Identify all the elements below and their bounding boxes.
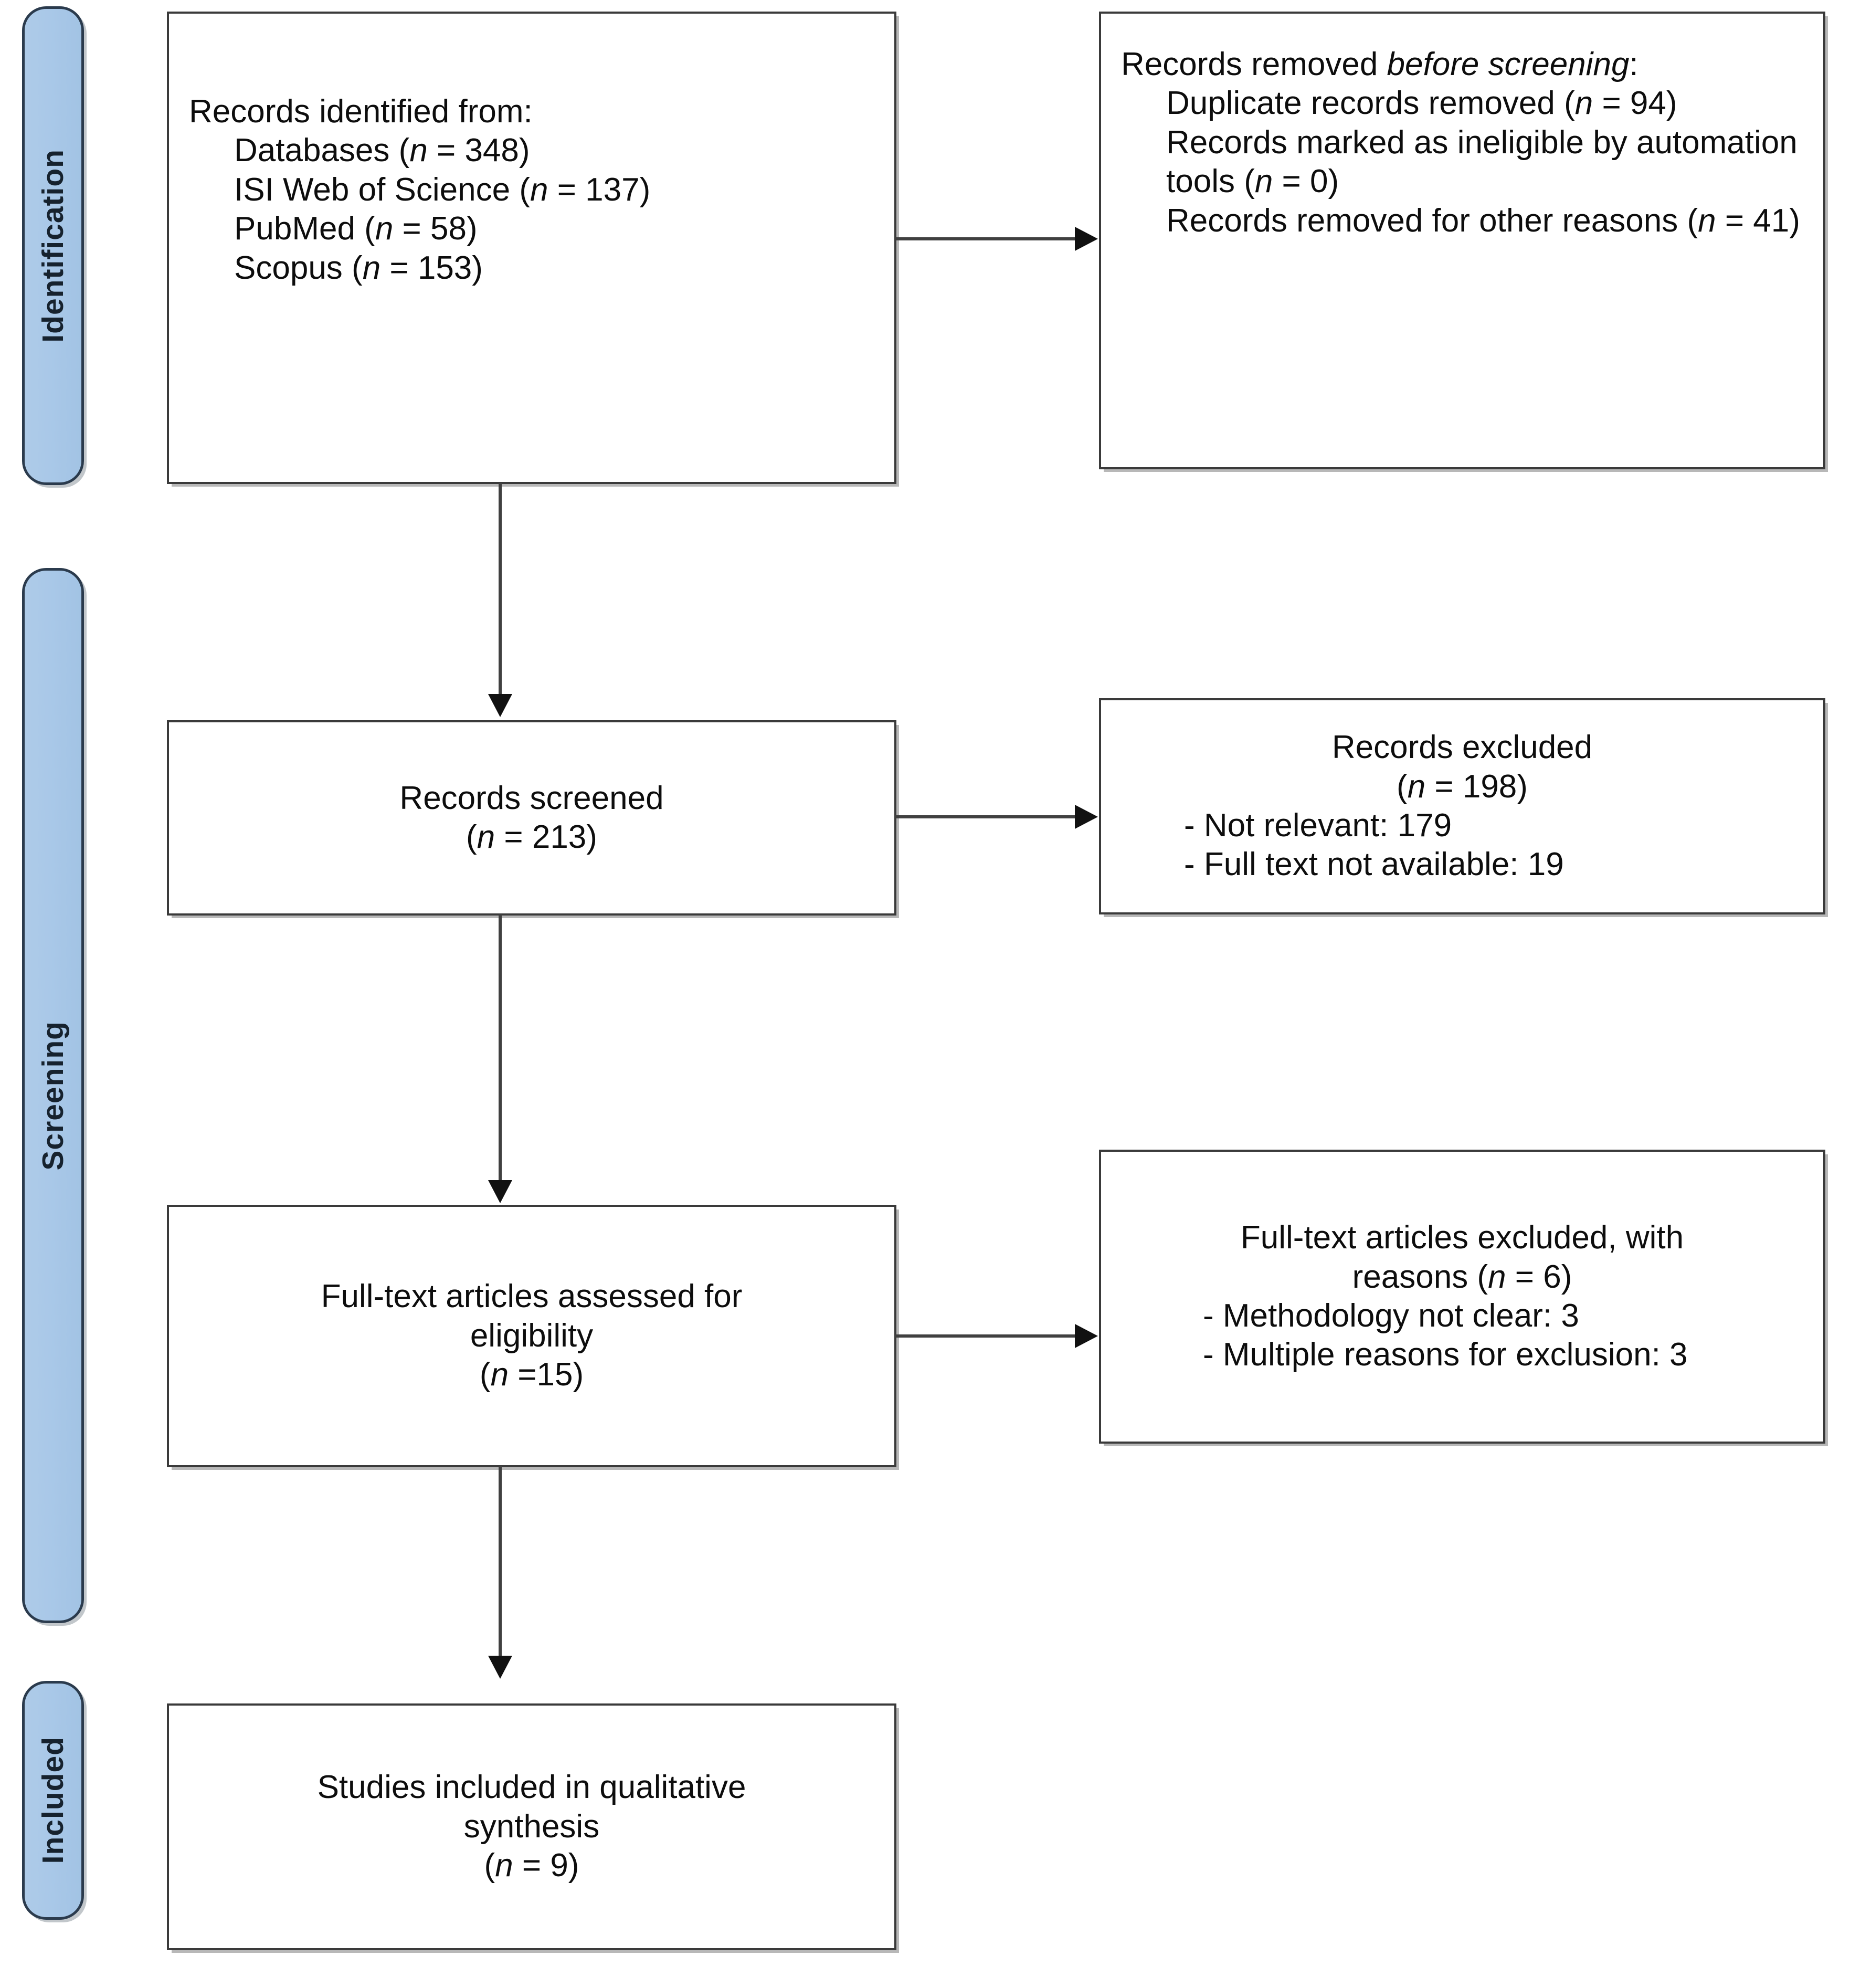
removed-before-heading: Records removed before screening:: [1121, 45, 1803, 84]
records-excluded-reason: - Full text not available: 19: [1184, 846, 1564, 883]
connector-screened-to-excluded: [895, 815, 1076, 818]
identified-source-count: = 153): [380, 249, 483, 286]
identified-source-name: ISI Web of Science: [234, 171, 511, 208]
fulltext-excluded-reasons-label: reasons (: [1352, 1258, 1488, 1295]
removed-before-item-count: = 0): [1273, 163, 1339, 200]
n-italic: n: [1488, 1258, 1506, 1295]
records-excluded-value: = 198): [1425, 768, 1528, 805]
identified-source-row: PubMed (n = 58): [189, 209, 874, 248]
removed-before-heading-plain: Records removed: [1121, 46, 1387, 82]
phase-label-included: Included: [36, 1737, 70, 1864]
box-fulltext-assessed: Full-text articles assessed for eligibil…: [167, 1205, 896, 1467]
connector-identified-to-removed: [895, 237, 1076, 240]
box-records-screened: Records screened (n = 213): [167, 720, 896, 916]
n-italic: n: [1254, 163, 1273, 200]
n-italic: n: [477, 819, 495, 855]
studies-included-count: (n = 9): [189, 1846, 874, 1885]
phase-label-screening: Screening: [36, 1021, 70, 1171]
arrow-assessed-to-included: [488, 1656, 512, 1679]
arrow-identified-to-screened: [488, 694, 512, 717]
n-italic: n: [1574, 85, 1593, 122]
n-italic: n: [409, 132, 428, 169]
removed-before-item-count: = 41): [1716, 202, 1800, 239]
box-studies-included: Studies included in qualitative synthesi…: [167, 1703, 896, 1950]
connector-identified-to-screened: [499, 483, 502, 697]
phase-bar-identification: Identification: [22, 6, 84, 485]
removed-before-item-text: Duplicate records removed (: [1166, 85, 1575, 122]
fulltext-assessed-count: (n =15): [189, 1355, 874, 1394]
removed-before-item-text: Records removed for other reasons (: [1166, 202, 1698, 239]
phase-bar-screening: Screening: [22, 568, 84, 1623]
paren-open: (: [1397, 768, 1408, 805]
box-fulltext-excluded: Full-text articles excluded, with reason…: [1099, 1150, 1825, 1444]
identified-source-count: = 348): [427, 132, 530, 169]
identified-source-name: Scopus: [234, 249, 343, 286]
studies-included-line1: Studies included in qualitative: [317, 1769, 746, 1806]
box-records-excluded: Records excluded (n = 198) - Not relevan…: [1099, 698, 1825, 914]
paren-open: (: [479, 1356, 491, 1393]
box-records-identified: Records identified from: Databases (n = …: [167, 12, 896, 484]
records-screened-value: = 213): [495, 819, 597, 855]
connector-assessed-to-included: [499, 1466, 502, 1658]
records-screened-label: Records screened: [399, 780, 664, 816]
phase-label-identification: Identification: [36, 149, 70, 343]
records-excluded-label: Records excluded: [1331, 729, 1593, 766]
n-italic: n: [490, 1356, 509, 1393]
n-italic: n: [362, 249, 381, 286]
records-excluded-reason: - Not relevant: 179: [1184, 807, 1452, 844]
records-identified-heading: Records identified from:: [189, 93, 533, 130]
identified-source-count: = 137): [548, 171, 651, 208]
identified-source-row: Scopus (n = 153): [189, 249, 874, 288]
identified-source-row: ISI Web of Science (n = 137): [189, 171, 874, 209]
removed-before-item-count: = 94): [1593, 85, 1677, 122]
n-italic: n: [1407, 768, 1426, 805]
fulltext-excluded-line2: reasons (n = 6): [1121, 1258, 1803, 1297]
identified-source-name: Databases: [234, 132, 390, 169]
n-italic: n: [1698, 202, 1716, 239]
removed-before-heading-colon: :: [1629, 46, 1638, 82]
paren-open: (: [519, 171, 531, 208]
paren-open: (: [352, 249, 363, 286]
paren-open: (: [484, 1847, 495, 1884]
fulltext-assessed-value: =15): [509, 1356, 584, 1393]
fulltext-assessed-line1: Full-text articles assessed for: [321, 1278, 743, 1315]
removed-before-item: Duplicate records removed (n = 94): [1121, 84, 1803, 123]
removed-before-item: Records marked as ineligible by automati…: [1121, 123, 1803, 202]
box-records-removed-before-screening: Records removed before screening: Duplic…: [1099, 12, 1825, 469]
fulltext-excluded-value: = 6): [1506, 1258, 1572, 1295]
fulltext-excluded-reason: - Multiple reasons for exclusion: 3: [1203, 1337, 1688, 1373]
arrow-screened-to-assessed: [488, 1180, 512, 1203]
n-italic: n: [495, 1847, 513, 1884]
studies-included-value: = 9): [513, 1847, 579, 1884]
identified-source-name: PubMed: [234, 211, 355, 247]
fulltext-assessed-line2: eligibility: [470, 1317, 594, 1354]
studies-included-line2: synthesis: [463, 1808, 600, 1845]
phase-bar-included: Included: [22, 1681, 84, 1920]
connector-screened-to-assessed: [499, 914, 502, 1182]
paren-open: (: [466, 819, 477, 855]
paren-open: (: [364, 211, 375, 247]
paren-open: (: [398, 132, 410, 169]
n-italic: n: [530, 171, 548, 208]
records-excluded-count: (n = 198): [1121, 767, 1803, 806]
removed-before-item-text: Records marked as ineligible by automati…: [1166, 124, 1798, 200]
arrow-identified-to-removed: [1075, 227, 1098, 251]
identified-source-count: = 58): [393, 211, 478, 247]
identified-source-row: Databases (n = 348): [189, 131, 874, 170]
removed-before-item: Records removed for other reasons (n = 4…: [1121, 202, 1803, 240]
removed-before-heading-italic-2: screening: [1488, 46, 1630, 82]
n-italic: n: [375, 211, 394, 247]
arrow-screened-to-excluded: [1075, 805, 1098, 829]
fulltext-excluded-reason: - Methodology not clear: 3: [1203, 1298, 1579, 1334]
connector-assessed-to-fulltext-excluded: [895, 1334, 1076, 1338]
arrow-assessed-to-fulltext-excluded: [1075, 1324, 1098, 1348]
fulltext-excluded-line1: Full-text articles excluded, with: [1240, 1219, 1684, 1256]
removed-before-heading-italic-1: before: [1387, 46, 1479, 82]
records-screened-count: (n = 213): [189, 818, 874, 857]
